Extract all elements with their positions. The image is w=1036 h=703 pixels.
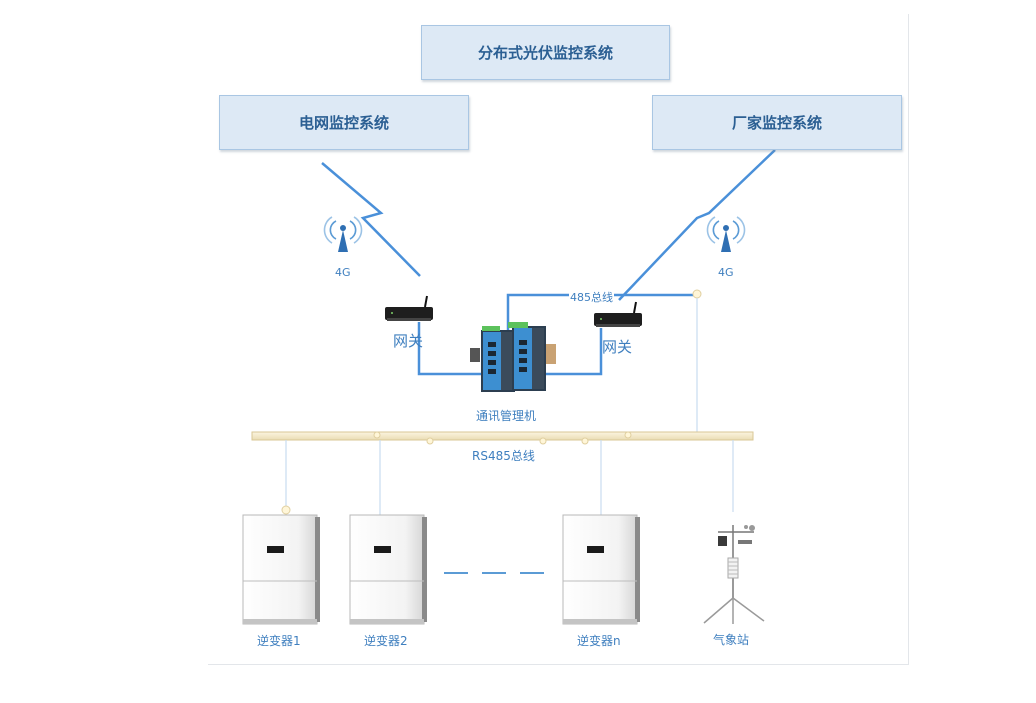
weather-station-label: 气象站 xyxy=(713,633,750,647)
comm-manager-device xyxy=(470,322,556,392)
lightning-link-left xyxy=(321,162,421,277)
inverter-2-device xyxy=(349,514,427,625)
distributed-pv-monitoring-box: 分布式光伏监控系统 xyxy=(421,25,670,80)
bus-tap xyxy=(624,431,632,439)
485-bus-link xyxy=(506,293,697,345)
inverter-1-label: 逆变器1 xyxy=(257,634,301,648)
gateway-left-label: 网关 xyxy=(393,332,424,350)
rs485-bus-bar xyxy=(251,431,754,441)
signal-label-right: 4G xyxy=(718,266,734,279)
connector-node xyxy=(281,505,291,515)
diagram-frame xyxy=(208,14,909,665)
lightning-link-right xyxy=(618,149,776,301)
rs485-bus-label: RS485总线 xyxy=(472,449,535,463)
signal-label-left: 4G xyxy=(335,266,351,279)
inverter-1-device xyxy=(242,514,320,625)
grid-monitoring-label: 电网监控系统 xyxy=(298,114,389,132)
inverter-2-label: 逆变器2 xyxy=(364,634,408,648)
connector-node xyxy=(692,289,702,299)
bus-tap xyxy=(539,437,547,445)
left-gateway-link xyxy=(417,322,488,376)
485-bus-label: 485总线 xyxy=(569,289,614,305)
gateway-left-device xyxy=(385,295,433,321)
vendor-monitoring-label: 厂家监控系统 xyxy=(731,114,822,132)
grid-monitoring-box: 电网监控系统 xyxy=(219,95,469,150)
gateway-right-device xyxy=(594,301,642,327)
right-gateway-link xyxy=(536,328,603,376)
gateway-right-label: 网关 xyxy=(602,338,633,356)
antenna-icon xyxy=(323,216,363,252)
bus-tap xyxy=(373,431,381,439)
bus-tap xyxy=(426,437,434,445)
antenna-icon xyxy=(706,216,746,252)
bus-tap xyxy=(581,437,589,445)
inverter-n-device xyxy=(562,514,640,625)
comm-manager-label: 通讯管理机 xyxy=(476,409,537,423)
vendor-monitoring-box: 厂家监控系统 xyxy=(652,95,902,150)
distributed-pv-monitoring-label: 分布式光伏监控系统 xyxy=(477,44,613,62)
weather-station-device xyxy=(703,525,765,624)
inverter-n-label: 逆变器n xyxy=(577,634,621,648)
